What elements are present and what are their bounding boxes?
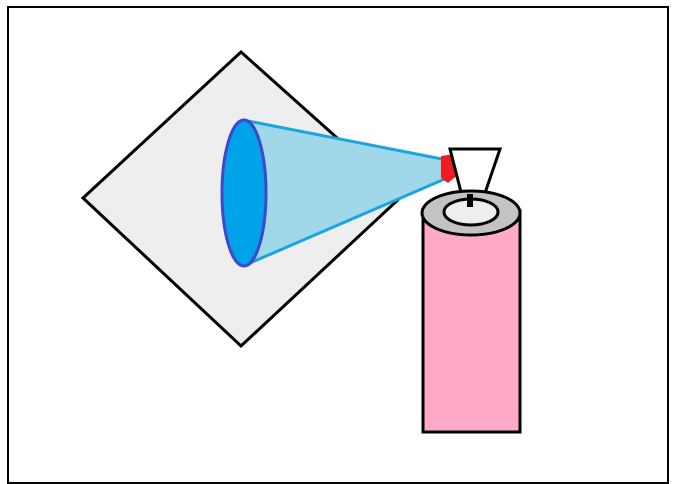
- spray-cone-base-ellipse: [222, 120, 266, 266]
- actuator-cap: [450, 149, 500, 196]
- valve-stem: [467, 194, 473, 207]
- spray-can-body: [423, 211, 520, 432]
